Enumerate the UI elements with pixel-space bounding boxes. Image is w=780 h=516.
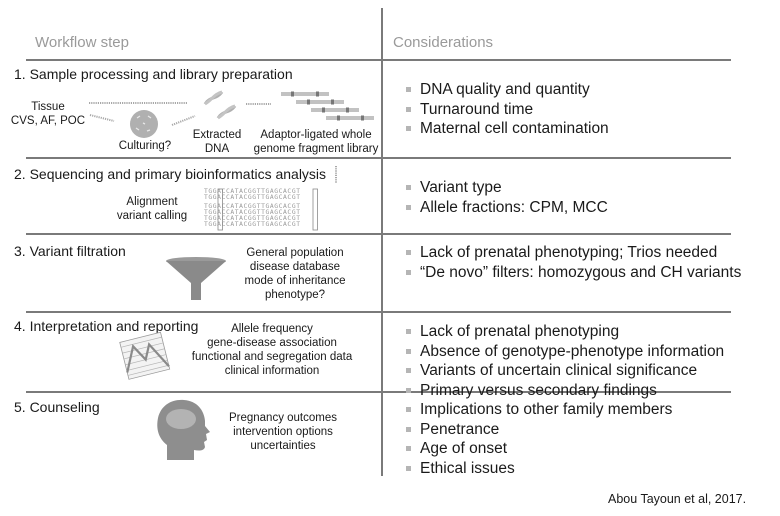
bullet-icon (406, 269, 411, 275)
consideration-text: Ethical issues (420, 459, 515, 477)
row-divider-3 (26, 311, 731, 313)
consideration-item: Implications to other family members (406, 400, 724, 420)
filtration-criteria-label: General population disease database mode… (244, 247, 346, 301)
bullet-icon (406, 250, 411, 255)
bullet-icon (406, 106, 411, 112)
tissue-label: Tissue CVS, AF, POC (10, 101, 86, 127)
consideration-item: Age of onset (406, 439, 724, 459)
sequence-read: TGGACCATACGGTTGAGCACGT (204, 215, 301, 222)
consideration-text: Maternal cell contamination (420, 120, 609, 137)
consideration-text: DNA quality and quantity (420, 81, 590, 98)
bullet-icon (406, 368, 411, 373)
sequence-read: TGGACCATACGGTTGAGCACGT (204, 194, 301, 201)
library-label: Adaptor-ligated whole genome fragment li… (253, 129, 379, 155)
bullet-icon (406, 465, 411, 471)
sequence-read: TGGACCATACGGTTGAGCACGT (204, 209, 301, 216)
consideration-item: Lack of prenatal phenotyping (406, 322, 724, 342)
bullet-icon (406, 185, 411, 190)
considerations-list-3: Lack of prenatal phenotyping; Trios need… (406, 243, 741, 282)
counseling-topics-label: Pregnancy outcomes intervention options … (228, 412, 338, 452)
dotted-arrow-to-dna (171, 115, 196, 126)
bullet-icon (406, 407, 411, 412)
bullet-icon (406, 87, 411, 92)
step-3-title: 3. Variant filtration (14, 243, 126, 259)
alignment-graphic: TGGACCATACGGTTGAGCACGTTGGACCATACGGTTGAGC… (204, 166, 337, 231)
consideration-text: Primary versus secondary findings (420, 381, 657, 399)
report-chart-icon (119, 331, 171, 380)
head-icon (157, 399, 210, 460)
consideration-item: Turnaround time (406, 100, 609, 120)
column-divider (381, 8, 383, 476)
cell-culture-icon (130, 110, 158, 138)
fragment-library-icon (281, 91, 374, 121)
variant-column-box-2 (312, 188, 318, 231)
step-1-title: 1. Sample processing and library prepara… (14, 66, 293, 82)
bullet-icon (406, 426, 411, 432)
bullet-icon (406, 446, 411, 451)
citation: Abou Tayoun et al, 2017. (608, 492, 747, 506)
consideration-text: Variant type (420, 179, 502, 196)
header-rule (26, 59, 731, 61)
consideration-text: Variants of uncertain clinical significa… (420, 362, 698, 379)
sequence-read: TGGACCATACGGTTGAGCACGT (204, 188, 301, 195)
row-divider-1 (26, 157, 731, 159)
filter-funnel-icon (166, 257, 226, 300)
row-divider-2 (26, 233, 731, 235)
step-4-title: 4. Interpretation and reporting (14, 318, 199, 334)
consideration-item: Penetrance (406, 420, 724, 440)
consideration-text: Implications to other family members (420, 401, 673, 418)
culturing-label: Culturing? (118, 140, 172, 152)
step-5-title: 5. Counseling (14, 399, 100, 415)
consideration-text: “De novo” filters: homozygous and CH var… (420, 263, 742, 281)
interpretation-evidence-label: Allele frequency gene-disease associatio… (191, 323, 353, 377)
variant-column-box-1 (217, 188, 223, 231)
bullet-icon (406, 126, 411, 131)
consideration-item: Primary versus secondary findings (406, 381, 724, 401)
consideration-text: Allele fractions: CPM, MCC (420, 198, 608, 216)
bullet-icon (406, 329, 411, 334)
consideration-item: Lack of prenatal phenotyping; Trios need… (406, 243, 741, 263)
dna-helix-icon (203, 90, 237, 120)
row-divider-4 (26, 391, 731, 393)
consideration-item: DNA quality and quantity (406, 80, 609, 100)
bullet-icon (406, 204, 411, 210)
consideration-text: Penetrance (420, 420, 500, 438)
sequence-read: TGGACCATACGGTTGAGCACGT (204, 203, 301, 210)
consideration-text: Absence of genotype-phenotype informatio… (420, 342, 725, 360)
consideration-item: Ethical issues (406, 459, 724, 479)
bullet-icon (406, 348, 411, 354)
consideration-item: Maternal cell contamination (406, 119, 609, 139)
consideration-item: Variant type (406, 178, 608, 198)
consideration-item: “De novo” filters: homozygous and CH var… (406, 263, 741, 283)
consideration-item: Variants of uncertain clinical significa… (406, 361, 724, 381)
considerations-header: Considerations (393, 34, 494, 51)
consideration-item: Absence of genotype-phenotype informatio… (406, 342, 724, 362)
dotted-arrow-to-culture (89, 114, 115, 122)
alignment-label: Alignment variant calling (116, 196, 188, 222)
consideration-item: Allele fractions: CPM, MCC (406, 198, 608, 218)
sequence-read: TGGACCATACGGTTGAGCACGT (204, 221, 301, 228)
sample-processing-graphic (89, 90, 374, 138)
bullet-icon (406, 387, 411, 393)
consideration-text: Lack of prenatal phenotyping; Trios need… (420, 244, 718, 261)
consideration-text: Lack of prenatal phenotyping (420, 323, 620, 340)
workflow-step-header: Workflow step (35, 34, 129, 51)
extracted-dna-label: Extracted DNA (192, 129, 242, 155)
step-2-title: 2. Sequencing and primary bioinformatics… (14, 166, 327, 182)
consideration-text: Turnaround time (420, 100, 534, 118)
consideration-text: Age of onset (420, 440, 508, 457)
